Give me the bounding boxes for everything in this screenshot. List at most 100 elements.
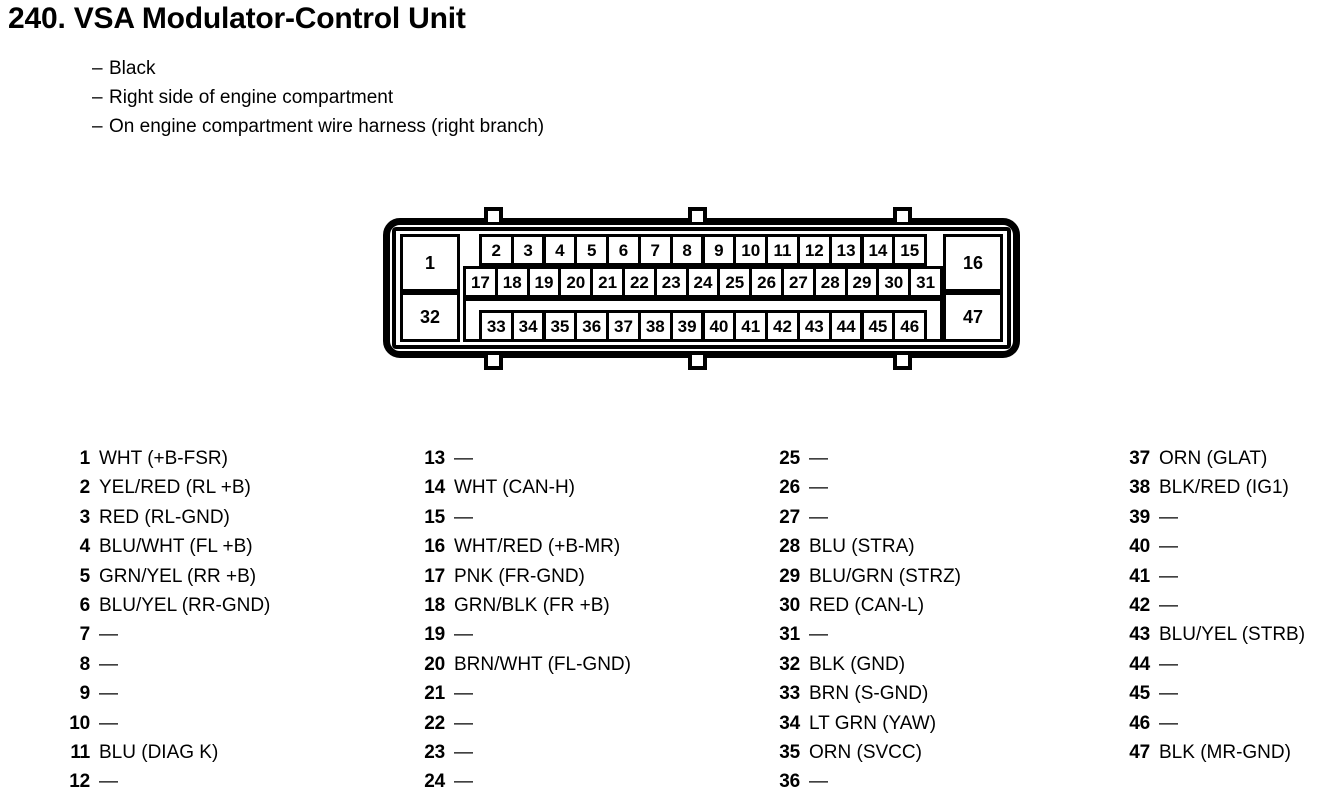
pin-description: GRN/BLK (FR +B) <box>454 594 610 616</box>
connector-pin-cell-11: 11 <box>765 234 800 266</box>
pin-number: 41 <box>1129 565 1150 587</box>
connector-pin-cell-29: 29 <box>844 266 880 298</box>
pin-description: — <box>454 683 473 705</box>
pin-number: 2 <box>79 477 91 499</box>
connector-pin-cell-10: 10 <box>733 234 769 266</box>
pin-description: — <box>99 653 118 675</box>
pin-description: — <box>1159 683 1178 705</box>
pin-number: 4 <box>79 536 91 558</box>
pin-description: BLU (STRA) <box>809 536 915 558</box>
pin-description: — <box>454 712 473 734</box>
pin-description: BRN (S-GND) <box>809 683 929 705</box>
pin-description: PNK (FR-GND) <box>454 565 585 587</box>
connector-pin-cell-37: 37 <box>606 310 641 342</box>
connector-pin-cell-22: 22 <box>622 266 657 298</box>
pin-description: BLU (DIAG K) <box>99 741 219 763</box>
pin-description: — <box>454 771 473 793</box>
connector-tab-top <box>893 207 912 222</box>
bullet-dash-icon: – <box>92 116 103 137</box>
connector-pin-cell-14: 14 <box>860 234 896 266</box>
pin-description: WHT/RED (+B-MR) <box>454 536 621 558</box>
connector-pin-cell-12: 12 <box>796 234 832 266</box>
pin-list-item: 21 — <box>415 683 631 712</box>
pin-description: — <box>99 771 118 793</box>
connector-pin-cell-41: 41 <box>733 310 769 342</box>
pin-list-item: 45— <box>1120 683 1305 712</box>
connector-pin-cell-36: 36 <box>574 310 610 342</box>
pin-description: — <box>99 683 118 705</box>
connector-pin-cell-23: 23 <box>653 266 689 298</box>
pin-description: WHT (+B-FSR) <box>99 448 228 469</box>
header-bullet-item: –Black <box>92 54 544 83</box>
pin-list-item: 41 — <box>1120 566 1305 595</box>
pin-description: — <box>809 506 828 528</box>
pin-description: — <box>99 712 118 734</box>
connector-pin-cell-21: 21 <box>590 266 625 298</box>
pin-number: 40 <box>1129 536 1150 558</box>
pin-number: 26 <box>779 477 800 499</box>
connector-pin-cell-34: 34 <box>510 310 546 342</box>
pin-description: BRN/WHT (FL-GND) <box>454 653 631 675</box>
pin-description: — <box>809 477 828 499</box>
pin-number: 29 <box>779 565 800 587</box>
connector-pin-cell-46: 46 <box>892 310 928 342</box>
pin-description: RED (CAN-L) <box>809 594 925 616</box>
bullet-dash-icon: – <box>92 58 103 79</box>
pin-number: 8 <box>79 653 91 675</box>
pin-number: 3 <box>79 506 91 528</box>
connector-pin-cell-25: 25 <box>717 266 753 298</box>
connector-pin-cell-9: 9 <box>701 234 737 266</box>
pin-description: — <box>99 624 118 646</box>
pin-number: 25 <box>779 448 800 469</box>
connector-pin-cell-45: 45 <box>860 310 896 342</box>
pin-number: 47 <box>1129 741 1150 763</box>
connector-pin-cell-16: 16 <box>943 234 1003 292</box>
pin-description: — <box>454 741 473 763</box>
pin-list-item: 12— <box>60 771 270 800</box>
pin-number: 33 <box>779 683 800 705</box>
pin-number: 30 <box>779 594 800 616</box>
pin-number: 43 <box>1129 624 1150 646</box>
connector-pin-cell-15: 15 <box>892 234 928 266</box>
pin-description: — <box>1159 565 1178 587</box>
connector-tab-top <box>688 207 707 222</box>
pin-number: 20 <box>424 653 445 675</box>
pin-number: 19 <box>424 624 445 646</box>
pin-description: — <box>1159 536 1178 558</box>
pin-description: YEL/RED (RL +B) <box>99 477 251 499</box>
pin-description: LT GRN (YAW) <box>809 712 937 734</box>
pin-list-item: 22— <box>415 713 631 742</box>
connector-pin-cell-44: 44 <box>828 310 864 342</box>
pin-list-item: 25— <box>770 448 961 477</box>
header-bullet-text: On engine compartment wire harness (righ… <box>109 116 545 137</box>
connector-pin-cell-39: 39 <box>669 310 705 342</box>
connector-pin-cell-28: 28 <box>812 266 848 298</box>
pin-list-item: 36— <box>770 771 961 800</box>
pin-number: 21 <box>424 683 445 705</box>
pin-description: BLU/WHT (FL +B) <box>99 536 253 558</box>
connector-pin-cell-1: 1 <box>400 234 460 292</box>
pin-number: 31 <box>779 624 800 646</box>
pin-number: 7 <box>79 624 91 646</box>
connector-pin-cell-43: 43 <box>796 310 832 342</box>
connector-pin-cell-35: 35 <box>542 310 578 342</box>
pin-number: 10 <box>69 712 90 734</box>
pin-list-item: 2 YEL/RED (RL +B) <box>60 477 270 506</box>
pin-list-item: 9— <box>60 683 270 712</box>
connector-pin-cell-13: 13 <box>828 234 864 266</box>
pin-description: BLU/YEL (STRB) <box>1159 624 1306 646</box>
pin-list-item: 43 BLU/YEL (STRB) <box>1120 624 1305 653</box>
pin-list-item: 8— <box>60 654 270 683</box>
pin-number: 14 <box>424 477 445 499</box>
connector-pin-cell-40: 40 <box>701 310 737 342</box>
pin-description: BLK (MR-GND) <box>1159 741 1291 763</box>
connector-pin-cell-42: 42 <box>765 310 800 342</box>
